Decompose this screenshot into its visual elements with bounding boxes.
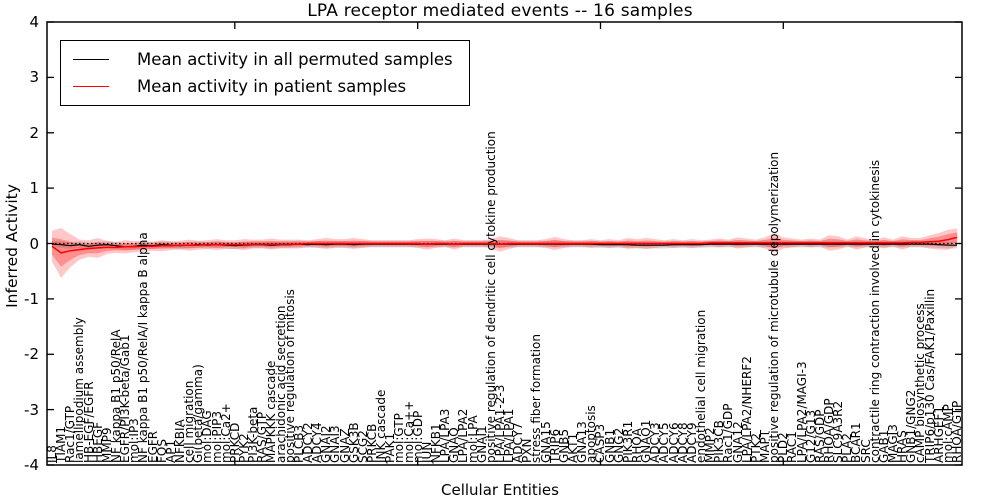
y-tick-label: 2 <box>29 123 39 142</box>
y-tick-label: 1 <box>29 179 39 198</box>
x-category-label: RHOA/GTP <box>950 400 964 463</box>
patient-variance-band-outer <box>52 228 957 278</box>
legend: Mean activity in all permuted samples Me… <box>60 40 470 106</box>
y-tick-label: 4 <box>29 13 39 31</box>
x-category-label: positive regulation of microtubule depol… <box>767 151 782 463</box>
y-tick-label: -3 <box>24 400 39 419</box>
legend-red-line-swatch <box>73 86 109 87</box>
legend-label-patient: Mean activity in patient samples <box>137 77 407 96</box>
x-category-label: NF kappa B1 p50/RelA/I kappa B alpha <box>136 232 151 463</box>
legend-entry-patient: Mean activity in patient samples <box>73 73 453 100</box>
x-category-label: contractile ring contraction involved in… <box>867 159 882 463</box>
y-tick-label: 0 <box>29 234 39 253</box>
chart-title: LPA receptor mediated events -- 16 sampl… <box>307 1 693 21</box>
patient-mean-line <box>51 236 958 254</box>
y-tick-label: -2 <box>24 345 39 364</box>
x-axis-label: Cellular Entities <box>441 481 559 499</box>
legend-entry-permuted: Mean activity in all permuted samples <box>73 46 453 73</box>
legend-black-line-swatch <box>73 59 109 60</box>
y-axis-label: Inferred Activity <box>3 184 21 308</box>
patient-variance-band-inner <box>52 232 957 267</box>
y-tick-label: -1 <box>24 289 39 308</box>
y-tick-label: -4 <box>24 456 39 474</box>
legend-label-permuted: Mean activity in all permuted samples <box>137 50 453 69</box>
y-tick-label: 3 <box>29 68 39 87</box>
